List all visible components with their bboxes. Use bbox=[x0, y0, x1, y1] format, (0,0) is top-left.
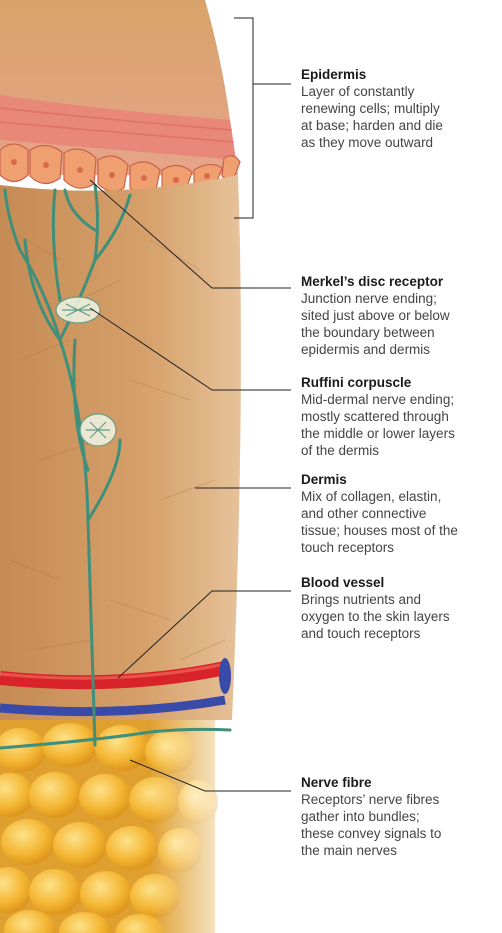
nerve-fibre-title: Nerve fibre bbox=[301, 774, 501, 791]
epidermis-desc-line-3: at base; harden and die bbox=[301, 117, 501, 134]
blood-vessel-desc-line-1: Brings nutrients and bbox=[301, 591, 501, 608]
ruffini-corpuscle-desc-line-3: the middle or lower layers bbox=[301, 425, 501, 442]
nerve-fibre-desc-line-2: gather into bundles; bbox=[301, 808, 501, 825]
ruffini-corpuscle-label: Ruffini corpuscle Mid-dermal nerve endin… bbox=[301, 374, 501, 459]
ruffini-corpuscle-desc-line-1: Mid-dermal nerve ending; bbox=[301, 391, 501, 408]
merkel-disc-desc-line-2: sited just above or below bbox=[301, 307, 501, 324]
dermis-desc-line-1: Mix of collagen, elastin, bbox=[301, 488, 501, 505]
fat-layer bbox=[0, 720, 230, 933]
nerve-fibre-label: Nerve fibre Receptors’ nerve fibres gath… bbox=[301, 774, 501, 859]
ruffini-corpuscle-desc-line-4: of the dermis bbox=[301, 442, 501, 459]
epidermis-desc-line-2: renewing cells; multiply bbox=[301, 100, 501, 117]
merkel-disc-title: Merkel’s disc receptor bbox=[301, 273, 501, 290]
dermis-title: Dermis bbox=[301, 471, 501, 488]
ruffini-corpuscle-title: Ruffini corpuscle bbox=[301, 374, 501, 391]
blood-vessel-label: Blood vessel Brings nutrients and oxygen… bbox=[301, 574, 501, 642]
epidermis-desc-line-1: Layer of constantly bbox=[301, 83, 501, 100]
dermis-label: Dermis Mix of collagen, elastin, and oth… bbox=[301, 471, 501, 556]
ruffini-corpuscle-desc-line-2: mostly scattered through bbox=[301, 408, 501, 425]
epidermis-title: Epidermis bbox=[301, 66, 501, 83]
merkel-disc-desc-line-4: epidermis and dermis bbox=[301, 341, 501, 358]
epidermis-layer bbox=[0, 0, 240, 194]
blood-vessel-desc-line-2: oxygen to the skin layers bbox=[301, 608, 501, 625]
merkel-disc-desc-line-3: the boundary between bbox=[301, 324, 501, 341]
blood-vessel-title: Blood vessel bbox=[301, 574, 501, 591]
dermis-desc-line-2: and other connective bbox=[301, 505, 501, 522]
epidermis-bracket bbox=[234, 18, 291, 218]
merkel-disc-desc-line-1: Junction nerve ending; bbox=[301, 290, 501, 307]
epidermis-label: Epidermis Layer of constantly renewing c… bbox=[301, 66, 501, 151]
nerve-fibre-desc-line-4: the main nerves bbox=[301, 842, 501, 859]
nerve-fibre-desc-line-3: these convey signals to bbox=[301, 825, 501, 842]
merkel-disc-label: Merkel’s disc receptor Junction nerve en… bbox=[301, 273, 501, 358]
dermis-desc-line-3: tissue; houses most of the bbox=[301, 522, 501, 539]
epidermis-desc-line-4: as they move outward bbox=[301, 134, 501, 151]
dermis-desc-line-4: touch receptors bbox=[301, 539, 501, 556]
blood-vessel-desc-line-3: and touch receptors bbox=[301, 625, 501, 642]
nerve-fibre-desc-line-1: Receptors’ nerve fibres bbox=[301, 791, 501, 808]
